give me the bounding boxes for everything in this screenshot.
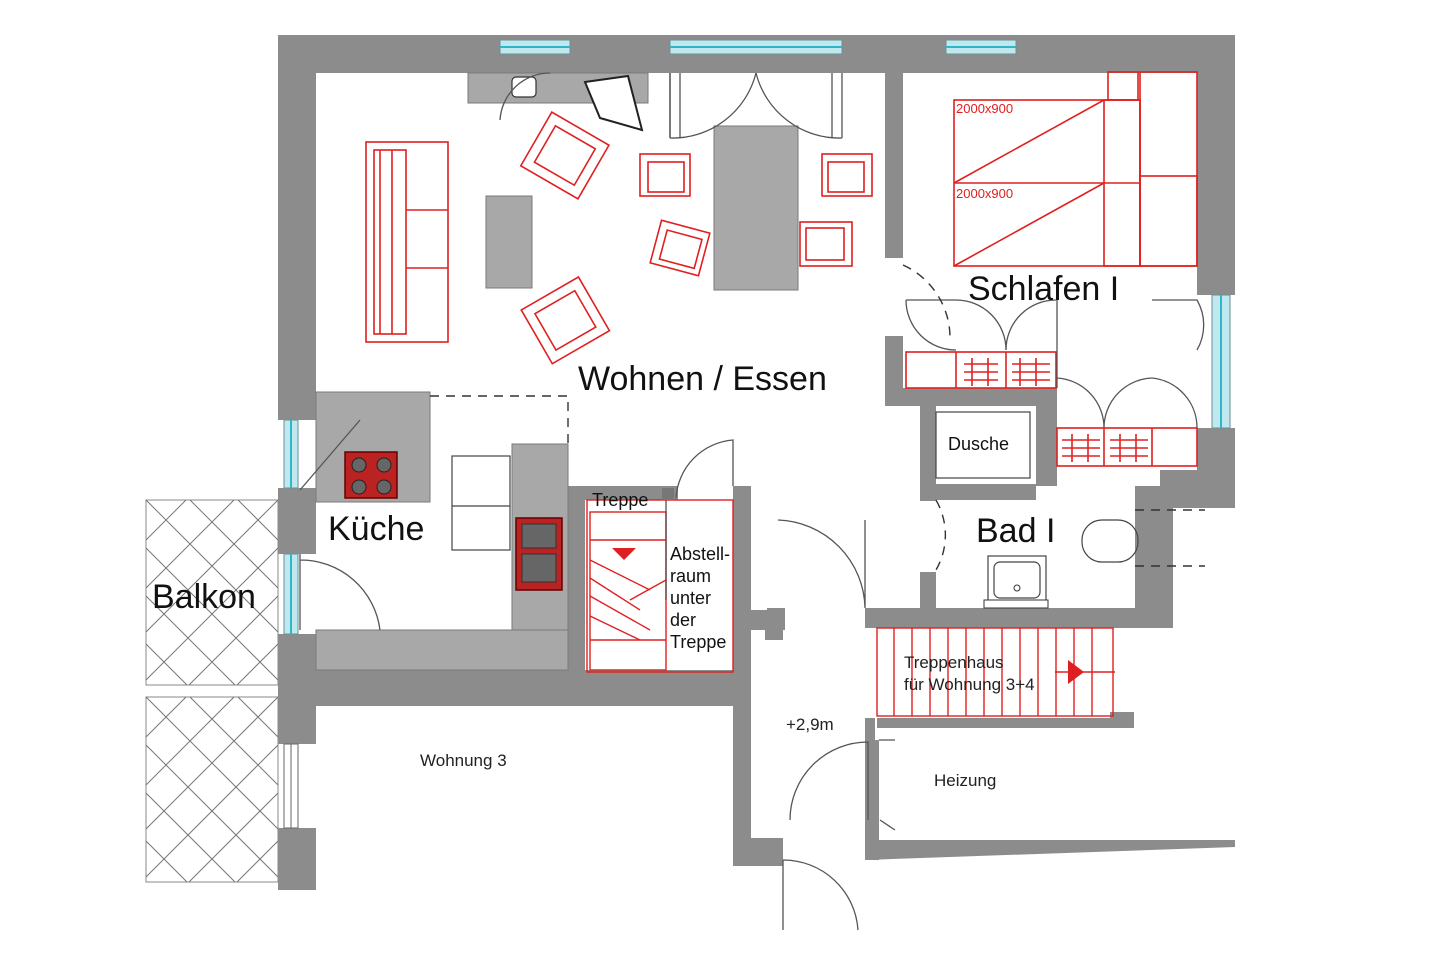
balcony-area [145,499,279,883]
bedroom-furniture [902,71,1205,467]
room-label-dusche: Dusche [948,434,1009,454]
kitchen-fixtures [299,391,569,671]
room-label-bad: Bad I [976,512,1055,550]
room-label-balkon: Balkon [152,578,256,616]
room-label-treppenhaus: Treppenhaus für Wohnung 3+4 [904,653,1035,694]
room-label-heizung: Heizung [934,771,996,790]
corridor-doors [777,519,896,931]
room-labels: Wohnen / Essen Schlafen I Küche Balkon B… [152,101,1119,790]
living-furniture [365,72,873,365]
room-label-wohnung3: Wohnung 3 [420,751,507,770]
room-label-schlafen: Schlafen I [968,270,1119,308]
bath-fixtures [935,411,1205,609]
room-label-wohnen-essen: Wohnen / Essen [578,360,827,398]
stairwell [876,627,1115,717]
level-label: +2,9m [786,715,834,734]
bed-label-2: 2000x900 [956,186,1013,201]
room-label-kueche: Küche [328,510,424,548]
windows [283,39,1231,829]
inner-stair [586,439,734,673]
room-label-treppe: Treppe [592,490,648,510]
bed-label-1: 2000x900 [956,101,1013,116]
room-label-abstellraum: Abstell- raum unter der Treppe [670,544,735,652]
